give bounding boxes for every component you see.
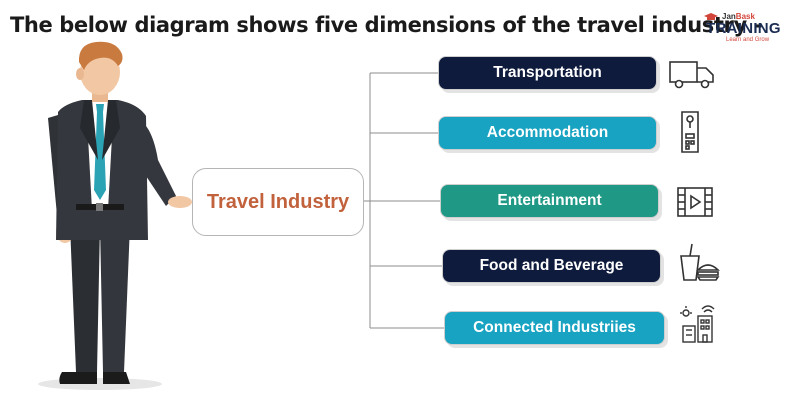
hotel-door-hanger-icon	[681, 111, 699, 153]
logo-tagline: Learn and Grow	[726, 37, 770, 43]
logo-top-text: JanBask	[722, 12, 755, 21]
dimension-food-and-beverage: Food and Beverage	[442, 249, 661, 283]
connected-buildings-icon	[680, 305, 715, 343]
graduation-cap-icon	[704, 13, 718, 20]
businessman-illustration	[38, 41, 192, 390]
dimension-entertainment: Entertainment	[440, 184, 659, 218]
video-play-icon	[677, 187, 713, 217]
dimension-transportation: Transportation	[438, 56, 657, 90]
drink-burger-icon	[680, 243, 720, 281]
connector-lines	[364, 72, 444, 329]
travel-industry-box: Travel Industry	[192, 168, 364, 236]
diagram-heading: The below diagram shows five dimensions …	[10, 13, 763, 37]
janbask-training-logo: JanBask TRAINING Learn and Grow	[700, 12, 792, 46]
dimension-connected-industries: Connected Industriies	[444, 311, 665, 345]
logo-main-text: TRAINING	[706, 20, 781, 37]
dimension-accommodation: Accommodation	[438, 116, 657, 150]
truck-icon	[669, 61, 714, 89]
